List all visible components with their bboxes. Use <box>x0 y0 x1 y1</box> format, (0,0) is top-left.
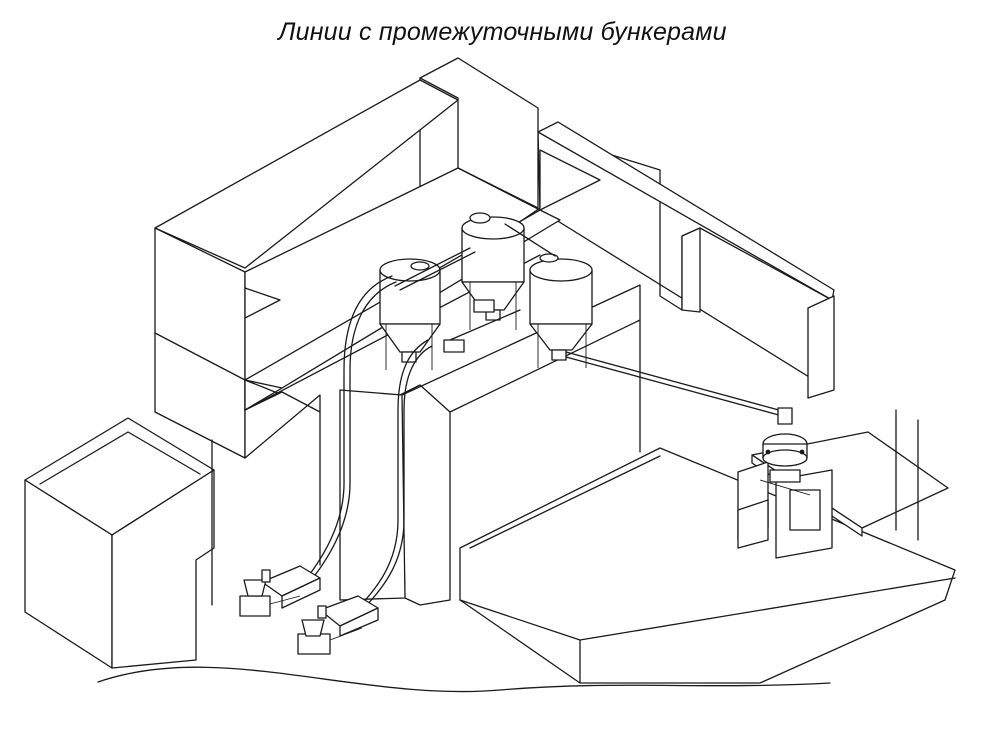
intermediate-bunker-1 <box>379 258 441 370</box>
intermediate-bunker-2 <box>461 212 525 330</box>
inclined-conveyor-pipe <box>565 351 787 418</box>
bunker-piping <box>394 223 556 353</box>
intermediate-bunker-3 <box>529 253 593 368</box>
vertical-conveyor-pipes <box>289 275 433 626</box>
loading-station-2 <box>297 595 379 655</box>
loading-station-1 <box>239 565 321 617</box>
floor-slab <box>459 447 956 684</box>
left-block <box>24 417 215 669</box>
platform-machine <box>759 407 811 496</box>
diagram-title: Линии с промежуточными бункерами <box>278 18 727 46</box>
corridor-wall <box>339 284 641 606</box>
ground-line <box>97 666 831 693</box>
back-right-wall <box>537 121 835 399</box>
